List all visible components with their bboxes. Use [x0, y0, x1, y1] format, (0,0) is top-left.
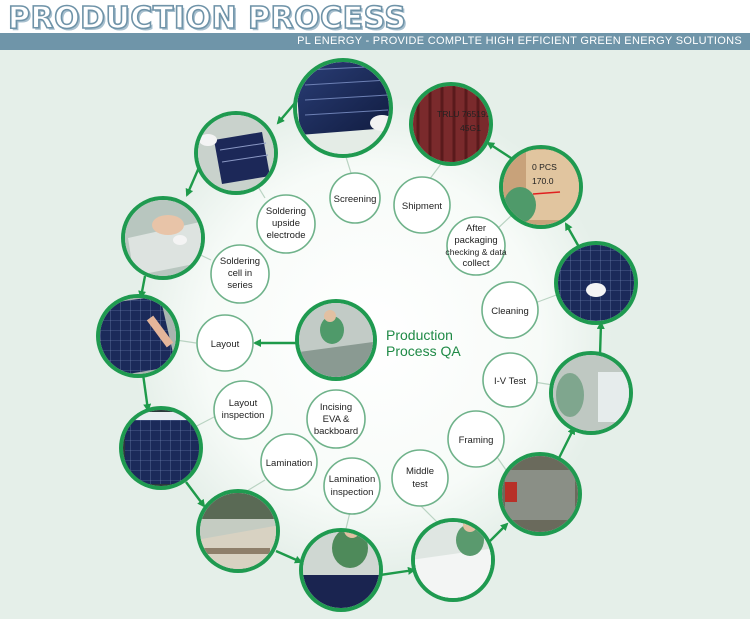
photo-layout — [96, 294, 180, 378]
container-label-line2: 45G1 — [460, 123, 481, 133]
step-layout-label: Layout — [211, 339, 240, 350]
step-after-packaging-line3: checking & data — [445, 247, 506, 257]
step-soldering-cell-in-series: Soldering cell in series — [210, 244, 270, 304]
photo-production-qa — [295, 299, 377, 381]
photo-after-packaging: 0 PCS 170.0 — [499, 145, 583, 229]
step-incising-eva-backboard: Incising EVA & backboard — [306, 389, 366, 449]
step-screening: Screening — [329, 172, 381, 224]
step-middle-test-line2: test — [412, 479, 428, 490]
page-title: PRODUCTION PROCESS — [7, 0, 407, 37]
step-layout-inspection-line2: inspection — [222, 410, 265, 421]
step-lamination-inspection-line1: Lamination — [329, 474, 375, 485]
center-caption-line1: Production — [386, 327, 453, 343]
photo-shipment: TRLU 765191 45G1 — [409, 82, 493, 166]
step-soldering-upside-electrode: Soldering upside electrode — [256, 194, 316, 254]
step-cleaning-label: Cleaning — [491, 306, 529, 317]
process-diagram-panel: 0 PCS 170.0 TRLU 765191 45G1 Screening — [0, 50, 750, 619]
container-label-line1: TRLU 765191 — [437, 109, 491, 119]
step-layout-inspection-line1: Layout — [229, 398, 258, 409]
step-soldering-upside-line2: upside — [272, 218, 300, 229]
photo-framing — [498, 452, 582, 536]
step-iv-test: I-V Test — [482, 352, 538, 408]
step-incising-line2: EVA & — [323, 414, 350, 425]
step-shipment: Shipment — [393, 176, 451, 234]
step-soldering-series-line1: Soldering — [220, 256, 260, 267]
step-middle-test: Middle test — [391, 449, 449, 507]
step-layout-inspection: Layout inspection — [213, 380, 273, 440]
photo-lamination-inspection — [299, 528, 383, 612]
step-layout: Layout — [196, 314, 254, 372]
step-framing-label: Framing — [459, 435, 494, 446]
photo-iv-test — [549, 351, 633, 435]
tagline-text: PL ENERGY - PROVIDE COMPLTE HIGH EFFICIE… — [297, 35, 742, 47]
photo-middle-test — [411, 518, 495, 602]
step-screening-label: Screening — [334, 194, 377, 205]
step-incising-line3: backboard — [314, 426, 358, 437]
process-diagram: 0 PCS 170.0 TRLU 765191 45G1 Screening — [96, 58, 638, 612]
box-label-line1: 0 PCS — [532, 162, 557, 172]
step-shipment-label: Shipment — [402, 201, 442, 212]
step-soldering-series-line2: cell in — [228, 268, 252, 279]
step-after-packaging-line1: After — [466, 223, 486, 234]
step-incising-line1: Incising — [320, 402, 352, 413]
photo-soldering-series — [121, 196, 205, 280]
photo-screening — [293, 58, 393, 158]
step-middle-test-line1: Middle — [406, 466, 434, 477]
step-soldering-upside-line1: Soldering — [266, 206, 306, 217]
photo-layout-inspection — [119, 406, 203, 490]
step-soldering-series-line3: series — [227, 280, 253, 291]
step-after-packaging-line4: collect — [463, 258, 490, 269]
step-soldering-upside-line3: electrode — [266, 230, 305, 241]
step-after-packaging: After packaging checking & data collect — [445, 216, 507, 276]
step-iv-test-label: I-V Test — [494, 376, 526, 387]
step-lamination-inspection: Lamination inspection — [323, 457, 381, 515]
step-cleaning: Cleaning — [481, 281, 539, 339]
photo-cleaning — [554, 241, 638, 325]
photo-soldering-upside — [194, 111, 278, 195]
step-framing: Framing — [447, 410, 505, 468]
flow-arrows — [138, 96, 605, 577]
tagline-banner: PL ENERGY - PROVIDE COMPLTE HIGH EFFICIE… — [0, 33, 750, 50]
step-lamination-inspection-line2: inspection — [331, 487, 374, 498]
center-caption-line2: Process QA — [386, 343, 461, 359]
center-caption: Production Process QA — [386, 327, 461, 359]
box-label-line2: 170.0 — [532, 176, 554, 186]
step-after-packaging-line2: packaging — [454, 235, 497, 246]
step-lamination-label: Lamination — [266, 458, 312, 469]
step-lamination: Lamination — [260, 433, 318, 491]
photo-lamination — [196, 489, 280, 573]
